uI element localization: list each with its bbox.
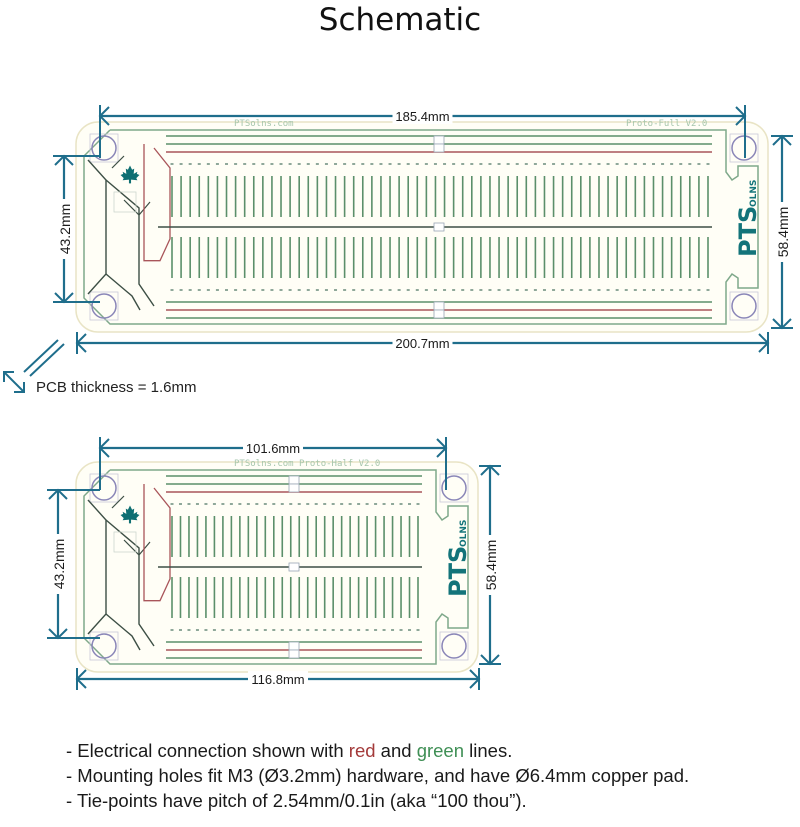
maple-leaf-icon	[120, 505, 140, 524]
mounting-hole-icon	[91, 293, 117, 319]
pcb-thickness-icon	[3, 339, 65, 393]
regulator-circuit	[87, 144, 171, 311]
mounting-hole-icon	[441, 475, 467, 501]
svg-text:58.4mm: 58.4mm	[483, 540, 499, 591]
svg-text:PTS: PTS	[444, 546, 472, 597]
svg-text:116.8mm: 116.8mm	[251, 672, 304, 687]
svg-text:PTS: PTS	[734, 206, 762, 257]
note-electrical-connection: - Electrical connection shown with red a…	[66, 738, 689, 763]
mounting-hole-icon	[91, 633, 117, 659]
svg-text:58.4mm: 58.4mm	[775, 207, 791, 258]
silkscreen-text: Proto-Full V2.0	[626, 119, 707, 129]
svg-text:43.2mm: 43.2mm	[51, 539, 67, 590]
silkscreen-text: PTSolns.com Proto-Half V2.0	[234, 459, 380, 469]
svg-text:OLNS: OLNS	[749, 180, 759, 207]
dim-full-overall-height: 58.4mm	[771, 134, 793, 330]
svg-text:200.7mm: 200.7mm	[395, 336, 449, 351]
page-title: Schematic	[318, 2, 482, 38]
mounting-hole-icon	[91, 135, 117, 161]
dim-half-hole-spacing-width: 101.6mm	[98, 437, 448, 459]
mounting-hole-icon	[731, 293, 757, 319]
regulator-circuit	[87, 484, 171, 651]
mounting-hole-icon	[441, 633, 467, 659]
note-text: - Electrical connection shown with	[66, 740, 349, 761]
tie-point-strips	[170, 163, 710, 291]
note-text: lines.	[464, 740, 513, 761]
notes-list: - Electrical connection shown with red a…	[66, 738, 689, 813]
dim-full-overall-width: 200.7mm	[75, 332, 770, 354]
mounting-hole-icon	[91, 475, 117, 501]
svg-text:OLNS: OLNS	[459, 520, 469, 547]
note-red-word: red	[348, 740, 376, 761]
dim-full-hole-spacing-height: 43.2mm	[53, 154, 75, 304]
note-green-word: green	[416, 740, 465, 761]
dimension-lines: 185.4mm 200.7mm 43.2mm 58.4mm 101.6mm 116.8mm…	[47, 105, 793, 690]
dim-half-hole-spacing-height: 43.2mm	[47, 488, 69, 640]
note-text: and	[375, 740, 417, 761]
pcb-thickness-label: PCB thickness = 1.6mm	[36, 379, 197, 396]
svg-text:43.2mm: 43.2mm	[57, 204, 73, 255]
svg-text:185.4mm: 185.4mm	[395, 109, 449, 124]
maple-leaf-icon	[120, 165, 140, 184]
tie-point-strips	[170, 503, 420, 631]
dim-half-overall-height: 58.4mm	[479, 464, 501, 666]
dim-half-overall-width: 116.8mm	[75, 668, 481, 690]
silkscreen-text: PTSolns.com	[234, 119, 294, 129]
note-tie-point-pitch: - Tie-points have pitch of 2.54mm/0.1in …	[66, 790, 527, 811]
note-mounting-holes: - Mounting holes fit M3 (Ø3.2mm) hardwar…	[66, 765, 690, 786]
svg-text:101.6mm: 101.6mm	[246, 441, 300, 456]
